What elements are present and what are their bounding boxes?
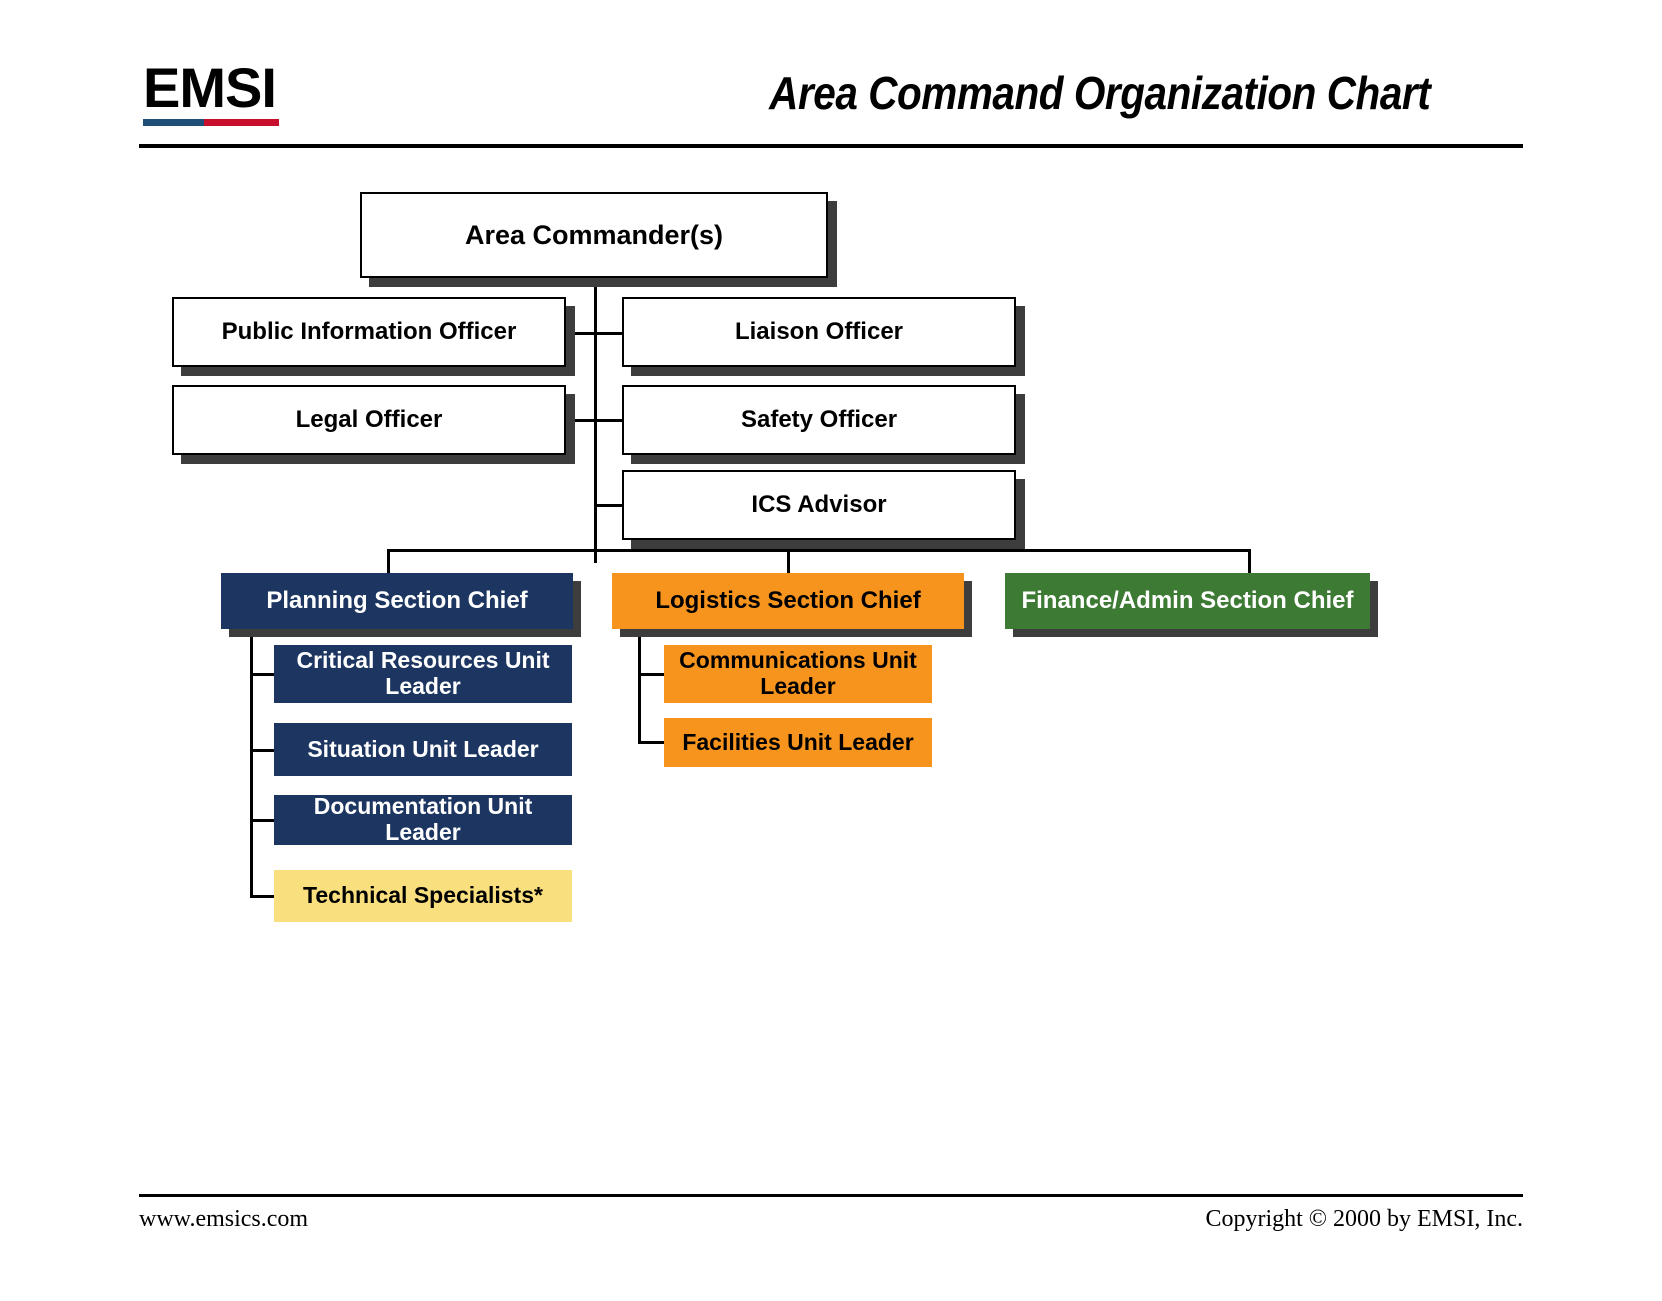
node-technical-specialists[interactable]: Technical Specialists*	[274, 870, 572, 922]
logo-underline-red	[204, 119, 279, 126]
section-distribution-bar	[387, 549, 1251, 552]
node-public-information-officer[interactable]: Public Information Officer	[172, 297, 566, 367]
drop-finance-admin-section-chief	[1248, 549, 1251, 573]
drop-planning-section-chief	[387, 549, 390, 573]
node-legal-officer[interactable]: Legal Officer	[172, 385, 566, 455]
logo-wordmark: EMSI	[143, 56, 277, 119]
footer-copyright: Copyright © 2000 by EMSI, Inc.	[1205, 1206, 1523, 1232]
page-header: EMSI Area Command Organization Chart	[0, 0, 1662, 152]
node-area-commander[interactable]: Area Commander(s)	[360, 192, 828, 278]
connector-legal-officer	[566, 419, 596, 422]
node-situation-unit-leader[interactable]: Situation Unit Leader	[274, 723, 572, 776]
page-footer: www.emsics.com Copyright © 2000 by EMSI,…	[139, 1206, 1523, 1233]
node-documentation-unit-leader[interactable]: Documentation Unit Leader	[274, 793, 572, 845]
connector-situation-unit-leader	[250, 749, 278, 752]
page-title: Area Command Organization Chart	[768, 67, 1431, 119]
node-ics-advisor[interactable]: ICS Advisor	[622, 470, 1016, 540]
planning-subunit-spine	[250, 628, 253, 898]
header-divider	[139, 144, 1523, 148]
logistics-subunit-spine	[638, 628, 641, 744]
footer-divider	[139, 1194, 1523, 1197]
node-facilities-unit-leader[interactable]: Facilities Unit Leader	[664, 718, 932, 767]
connector-liaison-officer	[594, 332, 624, 335]
logo-underline-blue	[143, 119, 205, 126]
connector-safety-officer	[594, 419, 624, 422]
footer-website[interactable]: www.emsics.com	[139, 1206, 309, 1232]
node-liaison-officer[interactable]: Liaison Officer	[622, 297, 1016, 367]
connector-ics-advisor	[594, 504, 624, 507]
connector-critical-resources-unit-leader	[250, 673, 278, 676]
drop-logistics-section-chief	[787, 549, 790, 573]
node-logistics-section-chief[interactable]: Logistics Section Chief	[612, 573, 964, 629]
node-planning-section-chief[interactable]: Planning Section Chief	[221, 573, 573, 629]
logo-underline-bar	[143, 119, 279, 126]
node-finance-admin-section-chief[interactable]: Finance/Admin Section Chief	[1005, 573, 1370, 629]
connector-communications-unit-leader	[638, 673, 666, 676]
connector-facilities-unit-leader	[638, 741, 666, 744]
node-communications-unit-leader[interactable]: Communications Unit Leader	[664, 645, 932, 703]
node-safety-officer[interactable]: Safety Officer	[622, 385, 1016, 455]
connector-documentation-unit-leader	[250, 819, 278, 822]
node-critical-resources-unit-leader[interactable]: Critical Resources Unit Leader	[274, 645, 572, 703]
connector-technical-specialists	[250, 895, 278, 898]
emsi-logo: EMSI	[143, 60, 443, 126]
connector-public-information-officer	[566, 332, 596, 335]
